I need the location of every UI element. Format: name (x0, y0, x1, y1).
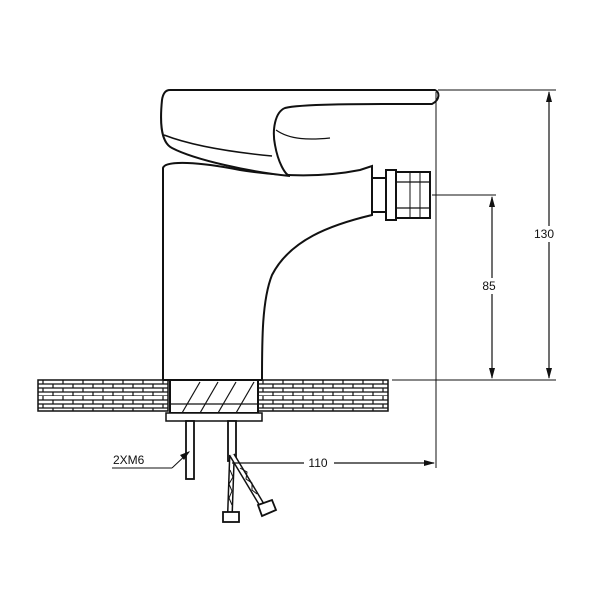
dimension-label-85: 85 (482, 279, 496, 293)
flexible-hoses (222, 453, 278, 523)
outlet-nozzle (371, 169, 431, 221)
dimension-total-height: 130 (392, 89, 556, 381)
mounting-block (165, 379, 263, 422)
dimension-label-130: 130 (534, 227, 554, 241)
dimension-outlet-height: 85 (432, 194, 502, 379)
faucet-body (162, 161, 373, 381)
lever-handle (160, 89, 440, 177)
stud-label: 2XM6 (113, 453, 145, 467)
countertop (37, 379, 389, 412)
stud-callout: 2XM6 (112, 451, 190, 469)
dimension-reach: 110 (232, 92, 437, 470)
dimension-label-110: 110 (308, 456, 327, 470)
